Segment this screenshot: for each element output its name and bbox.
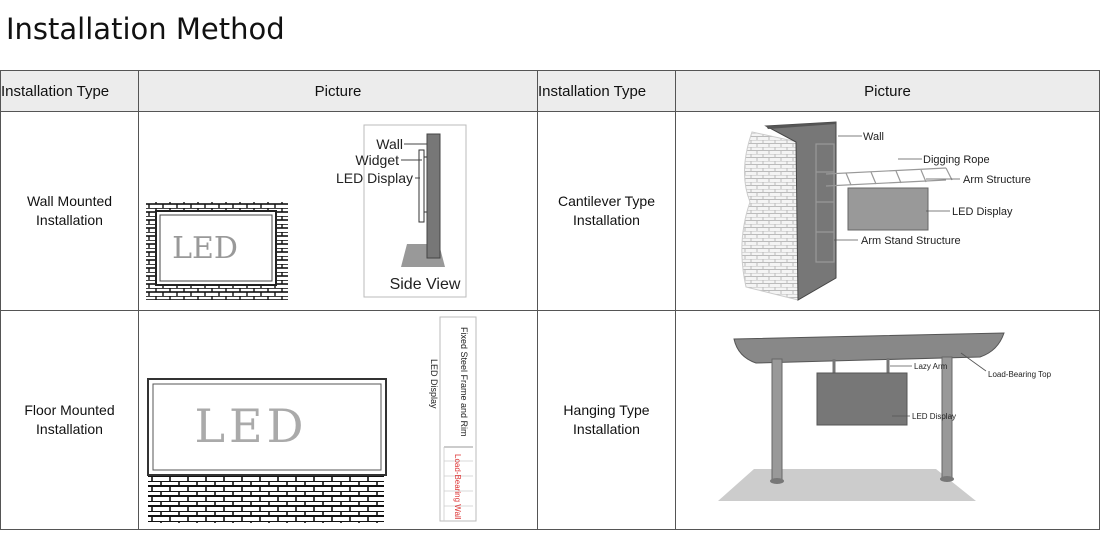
label-widget: Widget xyxy=(355,152,399,168)
ground-shadow xyxy=(718,469,976,501)
type-label-line2: Installation xyxy=(36,421,103,437)
brick-wall xyxy=(741,131,799,301)
page-title: Installation Method xyxy=(6,12,285,46)
type-label-line2: Installation xyxy=(573,212,640,228)
load-bearing-top xyxy=(733,332,1005,364)
header-installation-type-2: Installation Type xyxy=(537,70,676,112)
label-led-display: LED Display xyxy=(336,170,413,186)
table-row: Floor Mounted Installation LED xyxy=(0,310,1100,530)
type-cell-hanging: Hanging Type Installation xyxy=(537,310,676,530)
hanging-illustration: Lazy Arm Load-Bearing Top LED Display xyxy=(718,332,1052,501)
arm-structure xyxy=(825,167,953,187)
picture-cantilever: Wall Digging Rope Arm Structure LED Disp… xyxy=(675,111,1100,311)
type-label-line2: Installation xyxy=(573,421,640,437)
type-label-line1: Cantilever Type xyxy=(557,193,655,209)
label-arm-stand-structure: Arm Stand Structure xyxy=(861,235,961,247)
label-side-view: Side View xyxy=(390,276,461,293)
wall-block xyxy=(764,121,837,301)
led-text: LED xyxy=(172,231,238,266)
label-digging-rope: Digging Rope xyxy=(923,154,990,166)
left-pillar xyxy=(771,358,783,482)
label-led-display: LED Display xyxy=(952,206,1013,218)
label-lazy-arm: Lazy Arm xyxy=(914,362,948,371)
type-cell-floor-mounted: Floor Mounted Installation xyxy=(0,310,139,530)
label-wall: Wall xyxy=(376,136,403,152)
led-display-panel xyxy=(847,187,929,231)
label-load-bearing-wall: Load-Bearing Wall xyxy=(453,454,462,520)
header-picture: Picture xyxy=(138,70,538,112)
arm-stand-structure xyxy=(815,143,835,263)
type-label-line1: Hanging Type xyxy=(563,402,650,418)
wall-mounted-illustration: LED Wall Widget LED Display Side View xyxy=(146,124,467,300)
label-load-bearing-top: Load-Bearing Top xyxy=(988,370,1052,379)
cantilever-illustration: Wall Digging Rope Arm Structure LED Disp… xyxy=(741,121,1031,301)
header-picture-2: Picture xyxy=(675,70,1100,112)
led-text: LED xyxy=(194,399,307,453)
header-installation-type: Installation Type xyxy=(0,70,139,112)
table-row: Wall Mounted Installation LED xyxy=(0,111,1100,311)
type-cell-cantilever: Cantilever Type Installation xyxy=(537,111,676,311)
picture-hanging: Lazy Arm Load-Bearing Top LED Display xyxy=(675,310,1100,530)
label-wall: Wall xyxy=(863,131,884,143)
type-cell-wall-mounted: Wall Mounted Installation xyxy=(0,111,139,311)
label-led-display: LED Display xyxy=(912,412,956,421)
floor-mounted-illustration: LED Fixed Steel Frame and Rim LED Displa… xyxy=(147,316,477,523)
side-view-panel xyxy=(439,316,477,522)
installation-table: Installation Type Picture Installation T… xyxy=(0,70,1100,530)
type-label-line1: Floor Mounted xyxy=(24,402,115,418)
picture-floor-mounted: LED Fixed Steel Frame and Rim LED Displa… xyxy=(138,310,538,530)
led-display-panel xyxy=(816,372,908,426)
side-view-panel xyxy=(363,124,467,298)
label-led-display: LED Display xyxy=(429,359,439,409)
header-row: Installation Type Picture Installation T… xyxy=(0,70,1100,112)
picture-wall-mounted: LED Wall Widget LED Display Side View xyxy=(138,111,538,311)
brick-base xyxy=(148,473,384,523)
label-fixed-steel-frame: Fixed Steel Frame and Rim xyxy=(459,327,469,437)
label-arm-structure: Arm Structure xyxy=(963,174,1031,186)
type-label-line1: Wall Mounted xyxy=(26,193,113,209)
type-label-line2: Installation xyxy=(36,212,103,228)
